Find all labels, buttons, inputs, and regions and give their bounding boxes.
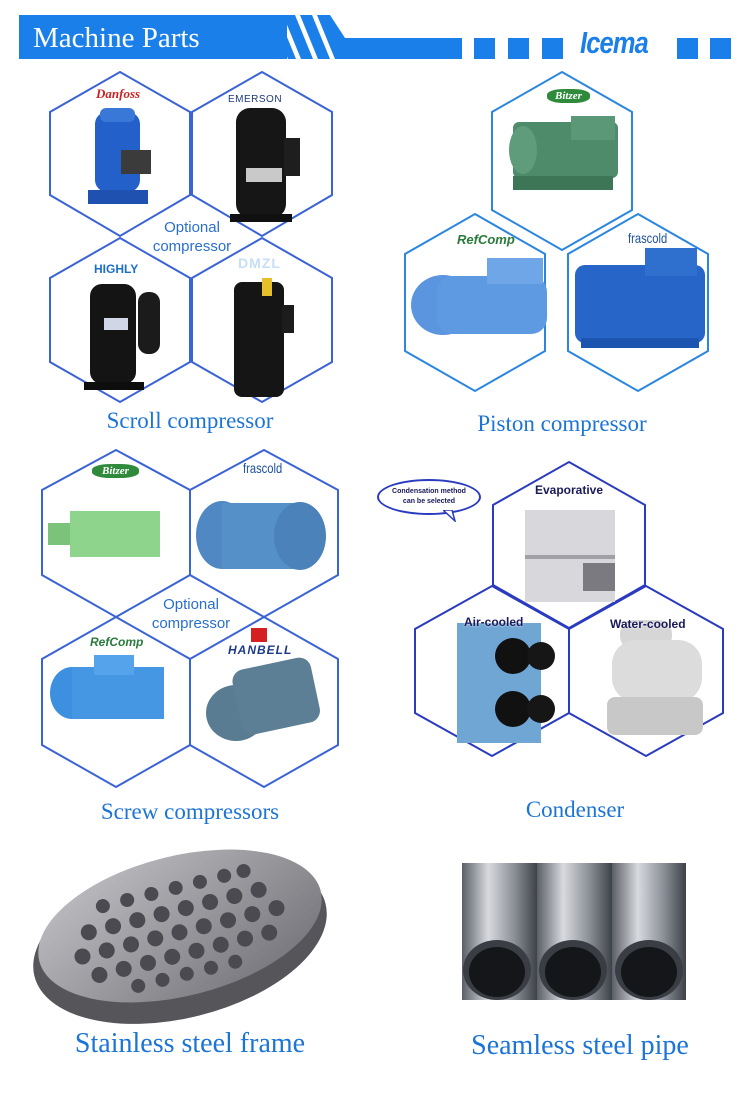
danfoss-logo: Danfoss: [96, 86, 141, 101]
stainless-steel-frame-panel: Stainless steel frame: [0, 840, 375, 1100]
water-cooled-condenser-image: [607, 620, 703, 735]
header-square: [542, 38, 563, 59]
brand-logo: Icema: [580, 25, 649, 60]
tube-sheet-image: [33, 849, 327, 1024]
header-banner: Machine Parts Icema: [0, 0, 750, 70]
condensation-method-bubble: Condensation method can be selected: [377, 479, 481, 515]
frascold-screw-image: [196, 501, 326, 570]
refcomp-screw-image: [50, 655, 164, 719]
evaporative-condenser-image: [525, 510, 615, 602]
hexagon-grid: [404, 70, 709, 393]
frascold-logo: frascold: [243, 460, 283, 476]
emerson-compressor-image: [230, 108, 300, 222]
title-bar: [19, 15, 287, 59]
steel-pipes-image: [462, 863, 686, 1000]
bitzer-logo: Bitzer: [92, 464, 139, 478]
header-square: [474, 38, 495, 59]
screw-compressor-panel: Bitzer frascold RefComp HANBELL Optional…: [0, 445, 375, 840]
hexagon-grid: [414, 460, 724, 758]
condenser-panel: Evaporative Air-cooled Water-cooled Cond…: [375, 445, 750, 840]
air-cooled-label: Air-cooled: [464, 615, 524, 629]
scroll-compressor-caption: Scroll compressor: [106, 408, 274, 433]
seamless-steel-pipe-caption: Seamless steel pipe: [471, 1030, 689, 1061]
dmzl-compressor-image: [234, 278, 294, 397]
screw-compressor-caption: Screw compressors: [100, 799, 280, 824]
emerson-logo: EMERSON: [228, 94, 283, 105]
bitzer-piston-image: [509, 116, 618, 190]
refcomp-piston-image: [411, 258, 547, 335]
stainless-steel-frame-caption: Stainless steel frame: [74, 1028, 306, 1059]
bitzer-screw-image: [48, 511, 160, 557]
refcomp-logo: RefComp: [90, 635, 144, 649]
page-title: Machine Parts: [33, 22, 200, 54]
condenser-caption: Condenser: [525, 797, 625, 822]
optional-compressor-label: Optional compressor: [151, 596, 231, 632]
highly-logo: HIGHLY: [94, 262, 139, 276]
hexagon-grid: [41, 448, 339, 789]
piston-compressor-caption: Piston compressor: [477, 411, 647, 436]
frascold-logo: frascold: [628, 230, 668, 246]
piston-compressor-panel: Bitzer RefComp frascold Piston compresso…: [375, 0, 750, 445]
hanbell-screw-image: [206, 657, 320, 741]
refcomp-logo: RefComp: [457, 232, 515, 247]
header-bar: [356, 38, 462, 59]
header-square: [508, 38, 529, 59]
water-cooled-label: Water-cooled: [610, 617, 686, 631]
frascold-piston-image: [575, 248, 705, 348]
optional-compressor-label: Optional compressor: [152, 219, 232, 255]
danfoss-compressor-image: [88, 108, 151, 204]
bubble-tail: [443, 510, 457, 522]
scroll-compressor-panel: Danfoss EMERSON HIGHLY DMZL Optional com…: [0, 0, 375, 445]
dmzl-logo: DMZL: [238, 255, 281, 271]
header-square: [677, 38, 698, 59]
hexagon-grid: [49, 70, 333, 404]
header-square: [710, 38, 731, 59]
air-cooled-condenser-image: [457, 623, 555, 743]
hanbell-logo: HANBELL: [228, 643, 293, 657]
hanbell-logo-mark: [251, 628, 267, 642]
bitzer-logo: Bitzer: [547, 89, 590, 103]
seamless-steel-pipe-panel: Seamless steel pipe: [375, 840, 750, 1100]
highly-compressor-image: [84, 284, 160, 390]
evaporative-label: Evaporative: [535, 483, 604, 497]
